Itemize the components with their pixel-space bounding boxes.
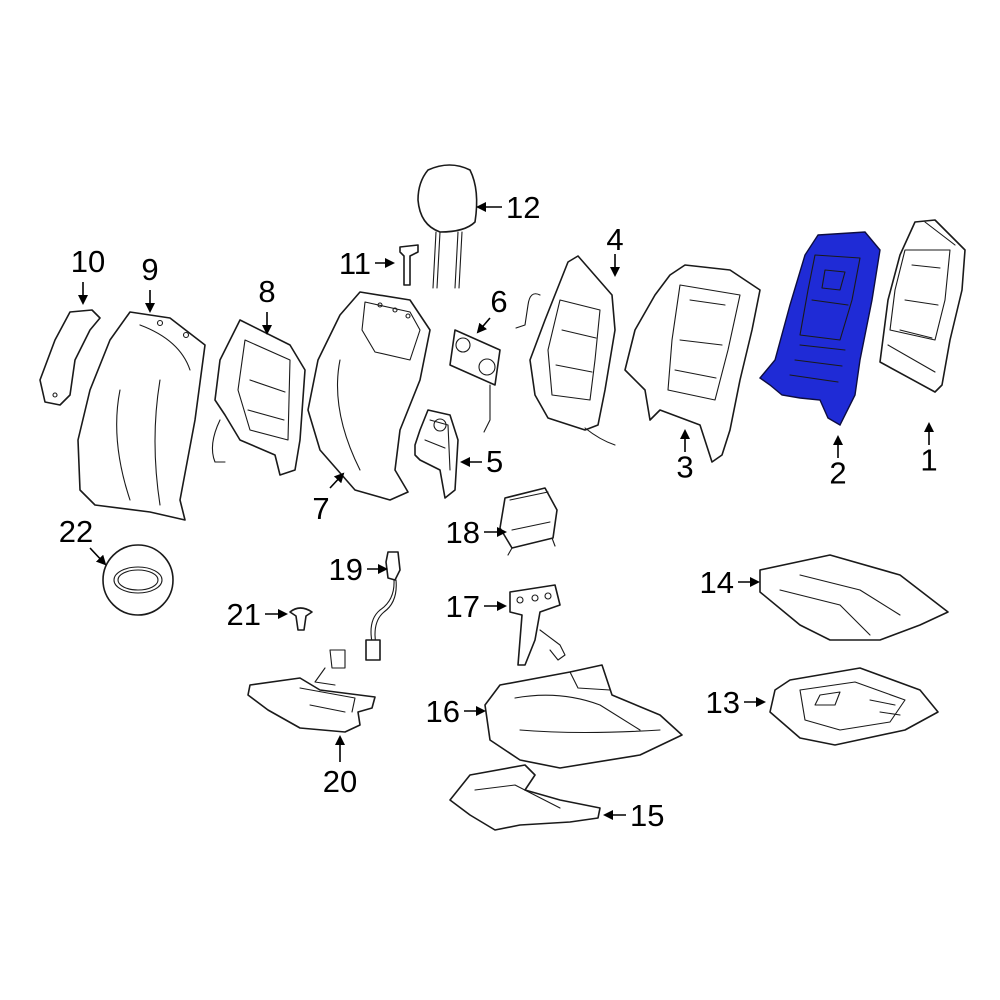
- part-7-backrest-cushion[interactable]: [307, 291, 431, 501]
- callout-19[interactable]: 19: [329, 552, 363, 587]
- part-5-recliner-mechanism[interactable]: [414, 409, 459, 499]
- callout-18[interactable]: 18: [446, 515, 480, 550]
- callout-leaders: [78, 202, 934, 820]
- part-9-backrest-cover[interactable]: [77, 311, 206, 521]
- part-10-side-trim[interactable]: [39, 309, 101, 406]
- leader-6: [476, 317, 491, 334]
- leader-7: [329, 472, 345, 489]
- callout-12[interactable]: 12: [506, 190, 540, 225]
- part-19-cable[interactable]: [365, 551, 401, 661]
- callout-5[interactable]: 5: [486, 444, 503, 479]
- part-13-seat-pan[interactable]: [769, 667, 939, 746]
- callout-22[interactable]: 22: [59, 514, 93, 549]
- leader-22: [89, 547, 107, 566]
- callout-17[interactable]: 17: [446, 589, 480, 624]
- callout-2[interactable]: 2: [829, 455, 846, 490]
- part-12-headrest[interactable]: [417, 164, 478, 289]
- part-16-seat-cushion-cover[interactable]: [484, 664, 683, 769]
- part-20-side-shield[interactable]: [247, 649, 376, 733]
- callout-labels: 1 2 3 4 5 6 7 8 9 10 11 12 13 14 15 16 1…: [59, 190, 938, 833]
- part-21-clip[interactable]: [289, 607, 313, 631]
- callout-11[interactable]: 11: [339, 246, 371, 281]
- callout-9[interactable]: 9: [141, 252, 158, 287]
- part-1-back-panel[interactable]: [879, 219, 966, 393]
- callout-8[interactable]: 8: [258, 274, 275, 309]
- part-14-seat-cushion-pad[interactable]: [759, 554, 949, 641]
- callout-1[interactable]: 1: [920, 442, 937, 477]
- callout-13[interactable]: 13: [706, 685, 740, 720]
- part-8-backrest-heater-panel[interactable]: [211, 319, 306, 476]
- callout-20[interactable]: 20: [323, 764, 357, 799]
- part-17-bracket[interactable]: [509, 584, 566, 666]
- part-2-backrest-frame-highlighted[interactable]: [758, 231, 881, 426]
- callout-4[interactable]: 4: [606, 222, 623, 257]
- part-4-seat-back-wire-frame[interactable]: [515, 255, 616, 446]
- part-22-emblem[interactable]: [102, 544, 174, 616]
- callout-6[interactable]: 6: [490, 284, 507, 319]
- callout-21[interactable]: 21: [227, 597, 261, 632]
- part-15-seat-heater-mat[interactable]: [449, 764, 601, 831]
- callout-10[interactable]: 10: [71, 244, 105, 279]
- callout-7[interactable]: 7: [312, 491, 329, 526]
- callout-3[interactable]: 3: [676, 449, 693, 484]
- callout-15[interactable]: 15: [630, 798, 664, 833]
- part-11-headrest-guide[interactable]: [399, 244, 419, 286]
- part-6-lumbar-module[interactable]: [449, 329, 501, 433]
- part-18-control-module[interactable]: [499, 487, 558, 556]
- callout-14[interactable]: 14: [700, 565, 734, 600]
- part-3-seat-back-shell[interactable]: [624, 264, 761, 463]
- callout-16[interactable]: 16: [426, 694, 460, 729]
